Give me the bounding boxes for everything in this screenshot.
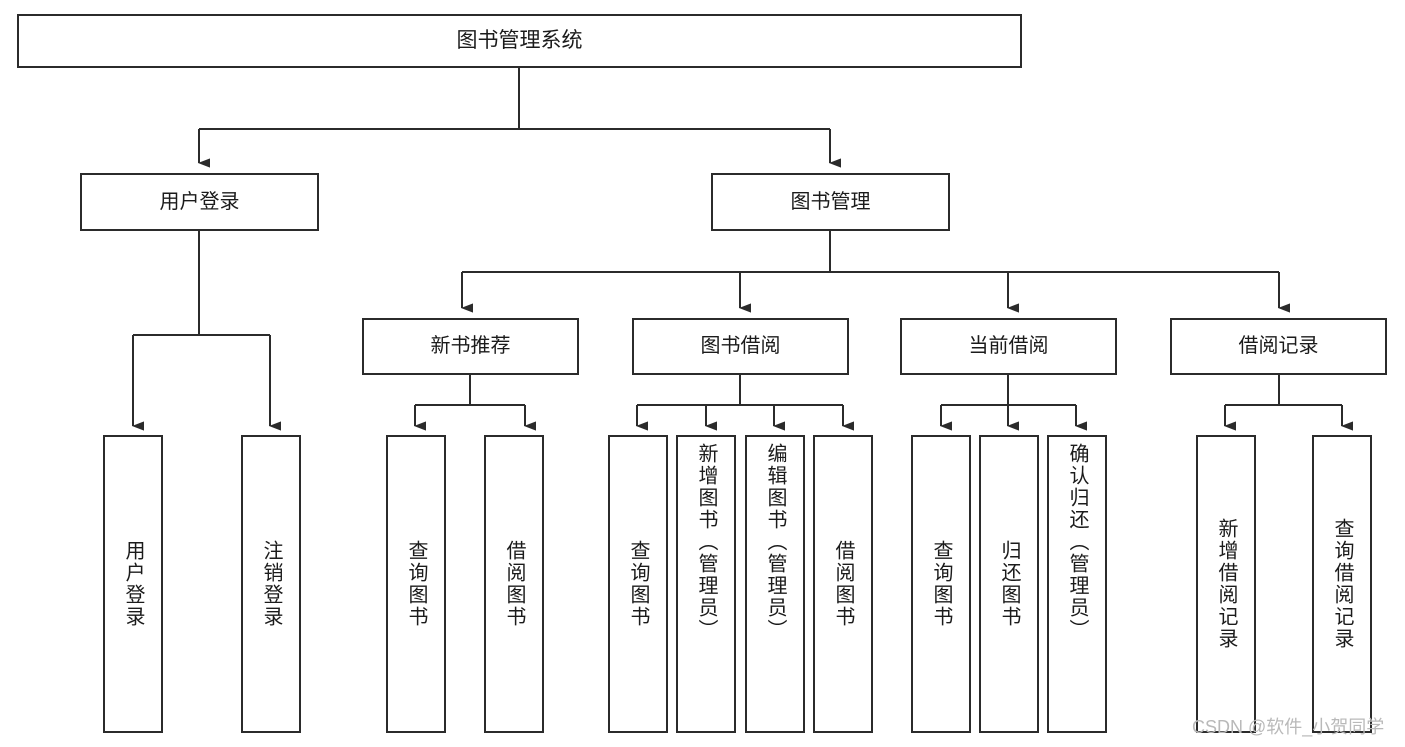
node-root-book-management-system[interactable]: 图书管理系统 xyxy=(17,14,1022,68)
node-label-user-login: 用户登录 xyxy=(159,190,240,213)
leaf-query-book-2[interactable]: 查询图书 xyxy=(608,435,668,733)
leaf-label-borrow-book-2: 借阅图书 xyxy=(832,540,854,628)
leaf-logout-login[interactable]: 注销登录 xyxy=(241,435,301,733)
leaf-label-add-borrow-record: 新增借阅记录 xyxy=(1215,518,1237,650)
leaf-confirm-return-admin[interactable]: 确认归还（管理员） xyxy=(1047,435,1107,733)
node-user-login[interactable]: 用户登录 xyxy=(80,173,319,231)
leaf-query-book-1[interactable]: 查询图书 xyxy=(386,435,446,733)
leaf-query-book-3[interactable]: 查询图书 xyxy=(911,435,971,733)
leaf-borrow-book-1[interactable]: 借阅图书 xyxy=(484,435,544,733)
leaf-query-borrow-record[interactable]: 查询借阅记录 xyxy=(1312,435,1372,733)
leaf-return-book[interactable]: 归还图书 xyxy=(979,435,1039,733)
leaf-label-confirm-return-admin: 确认归还（管理员） xyxy=(1066,443,1088,641)
node-book-management[interactable]: 图书管理 xyxy=(711,173,950,231)
node-label-book-management: 图书管理 xyxy=(790,190,871,213)
leaf-label-query-book-3: 查询图书 xyxy=(930,540,952,628)
node-label-new-book-recommend: 新书推荐 xyxy=(430,335,511,358)
node-current-borrow[interactable]: 当前借阅 xyxy=(900,318,1117,375)
leaf-add-borrow-record[interactable]: 新增借阅记录 xyxy=(1196,435,1256,733)
node-borrow-record[interactable]: 借阅记录 xyxy=(1170,318,1387,375)
node-new-book-recommend[interactable]: 新书推荐 xyxy=(362,318,579,375)
node-label-current-borrow: 当前借阅 xyxy=(968,335,1049,358)
leaf-label-user-login: 用户登录 xyxy=(122,540,144,628)
leaf-label-logout-login: 注销登录 xyxy=(260,540,282,628)
node-label-book-borrow: 图书借阅 xyxy=(700,335,781,358)
leaf-label-add-book-admin: 新增图书（管理员） xyxy=(695,443,717,641)
leaf-label-return-book: 归还图书 xyxy=(998,540,1020,628)
leaf-label-edit-book-admin: 编辑图书（管理员） xyxy=(764,443,786,641)
leaf-label-query-borrow-record: 查询借阅记录 xyxy=(1331,518,1353,650)
leaf-label-borrow-book-1: 借阅图书 xyxy=(503,540,525,628)
node-label-borrow-record: 借阅记录 xyxy=(1238,335,1319,358)
leaf-user-login[interactable]: 用户登录 xyxy=(103,435,163,733)
leaf-label-query-book-1: 查询图书 xyxy=(405,540,427,628)
leaf-edit-book-admin[interactable]: 编辑图书（管理员） xyxy=(745,435,805,733)
node-label-root: 图书管理系统 xyxy=(456,29,583,53)
leaf-borrow-book-2[interactable]: 借阅图书 xyxy=(813,435,873,733)
leaf-label-query-book-2: 查询图书 xyxy=(627,540,649,628)
node-book-borrow[interactable]: 图书借阅 xyxy=(632,318,849,375)
leaf-add-book-admin[interactable]: 新增图书（管理员） xyxy=(676,435,736,733)
watermark-text: CSDN @软件_小贺同学 xyxy=(1192,717,1385,737)
